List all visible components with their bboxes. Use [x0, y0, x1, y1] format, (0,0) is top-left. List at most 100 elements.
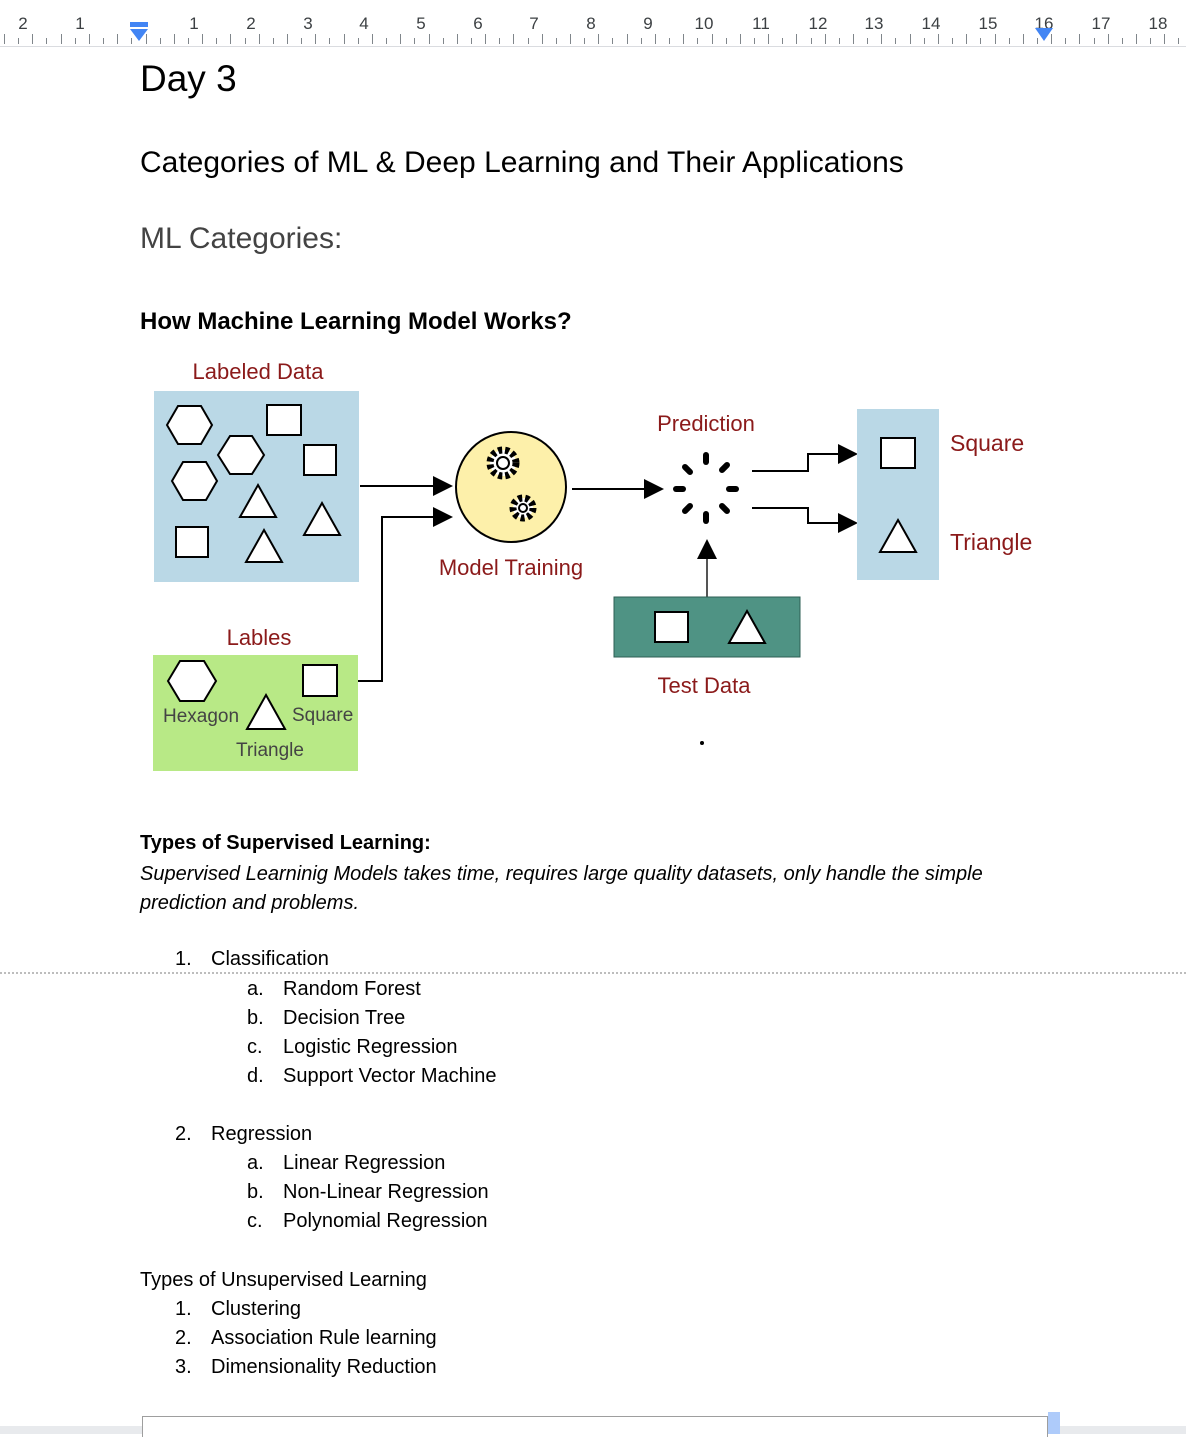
ruler-tick — [60, 34, 62, 44]
ruler-tick — [838, 38, 840, 44]
ruler-tick — [584, 38, 586, 44]
list-item: 2.Association Rule learning — [175, 1327, 437, 1350]
ruler-tick — [1065, 38, 1067, 44]
ruler-tick — [654, 34, 656, 44]
list-item: 2.Regression — [175, 1123, 312, 1146]
list-item: b. Decision Tree — [247, 1007, 405, 1030]
ruler-tick — [258, 34, 260, 44]
ruler-tick — [1022, 34, 1024, 44]
list-marker: c. — [247, 1210, 263, 1232]
model-training-label: Model Training — [439, 555, 583, 580]
ruler-tick — [810, 38, 812, 44]
ruler-tick — [867, 38, 869, 44]
ruler-tick — [315, 34, 317, 44]
list-marker: d. — [247, 1065, 264, 1087]
ruler-tick — [739, 34, 741, 44]
ruler-tick — [570, 34, 571, 44]
ruler-number: 9 — [643, 14, 653, 33]
ruler-number: 3 — [303, 14, 313, 33]
ruler-tick — [386, 38, 388, 44]
ruler-tick — [357, 38, 359, 44]
ruler-tick — [230, 34, 232, 44]
ruler-tick — [400, 34, 402, 44]
list-marker: b. — [247, 1007, 264, 1029]
ruler-number: 10 — [694, 14, 714, 33]
model-training-circle — [455, 431, 567, 543]
heading-4: How Machine Learning Model Works? — [140, 308, 572, 335]
ruler-number: 17 — [1091, 14, 1111, 33]
list-item: 3.Dimensionality Reduction — [175, 1356, 437, 1379]
lables-label: Lables — [227, 625, 292, 650]
ruler-tick — [881, 34, 883, 44]
ruler-tick — [626, 34, 628, 44]
list-item-label: Random Forest — [283, 978, 421, 1000]
ruler-tick — [824, 34, 826, 44]
ruler-tick — [1036, 38, 1038, 44]
ruler-tick — [32, 34, 34, 44]
ruler-tick — [329, 38, 331, 44]
ruler-number: 2 — [18, 14, 28, 33]
scroll-thumb[interactable] — [1048, 1412, 1060, 1434]
ruler-tick — [711, 34, 713, 44]
list-item: b.Non-Linear Regression — [247, 1181, 489, 1204]
ruler-tick — [923, 38, 925, 44]
ruler-tick — [952, 38, 954, 44]
ruler[interactable]: 2 1 1 2 3 4 5 6 7 8 9 10 11 12 13 14 15 … — [0, 0, 1186, 47]
ruler-number: 15 — [978, 14, 998, 33]
list-marker: 1. — [175, 948, 192, 970]
ruler-number: 14 — [921, 14, 941, 33]
labeled-data-label: Labeled Data — [193, 359, 325, 384]
list-item: a.Linear Regression — [247, 1152, 445, 1175]
ruler-tick — [994, 34, 996, 44]
ruler-tick — [4, 34, 5, 44]
hexagon-icon — [165, 405, 214, 445]
square-icon — [654, 611, 689, 643]
ruler-tick — [683, 34, 685, 44]
list-item: d.Support Vector Machine — [247, 1065, 496, 1088]
ruler-tick — [1121, 38, 1123, 44]
ruler-tick — [937, 34, 939, 44]
ruler-tick — [1136, 34, 1137, 44]
ruler-tick — [244, 38, 246, 44]
triangle-label: Triangle — [236, 740, 304, 761]
ruler-tick — [159, 38, 161, 44]
ruler-tick — [414, 38, 416, 44]
ruler-tick — [131, 38, 133, 44]
ruler-tick — [1079, 34, 1081, 44]
ruler-number: 7 — [529, 14, 539, 33]
ruler-tick — [725, 38, 727, 44]
ruler-tick — [1093, 38, 1095, 44]
document-title: Day 3 — [140, 58, 237, 99]
unsupervised-heading: Types of Unsupervised Learning — [140, 1269, 427, 1291]
list-item: a. Random Forest — [247, 978, 421, 1001]
ruler-tick — [1051, 34, 1053, 44]
ruler-tick — [456, 34, 458, 44]
left-indent-marker-icon[interactable] — [128, 22, 150, 46]
list-item-label: Decision Tree — [283, 1007, 406, 1029]
output-square-label: Square — [950, 430, 1024, 456]
ruler-tick — [895, 38, 897, 44]
triangle-icon — [245, 692, 287, 730]
ruler-tick — [980, 38, 982, 44]
list-marker: b. — [247, 1181, 264, 1203]
ruler-tick — [1178, 38, 1180, 44]
ruler-tick — [640, 38, 642, 44]
list-marker: 2. — [175, 1123, 192, 1145]
list-item-label: Linear Regression — [283, 1152, 446, 1174]
triangle-icon — [302, 500, 342, 536]
triangle-icon — [878, 517, 918, 553]
triangle-icon — [244, 527, 284, 563]
right-indent-marker-icon[interactable] — [1033, 26, 1055, 44]
list-marker: a. — [247, 978, 264, 1000]
ruler-tick — [202, 34, 204, 44]
ruler-number: 18 — [1148, 14, 1168, 33]
ruler-tick — [485, 34, 487, 44]
supervised-heading: Types of Supervised Learning: — [140, 832, 431, 854]
list-item: c.Polynomial Regression — [247, 1210, 488, 1233]
ruler-tick — [1107, 34, 1109, 44]
ml-workflow-diagram: Labeled Data Model Training Prediction — [153, 359, 1032, 771]
ruler-tick — [88, 34, 90, 44]
test-data-box — [613, 596, 801, 658]
ruler-tick — [46, 38, 48, 44]
ruler-number: 13 — [864, 14, 884, 33]
